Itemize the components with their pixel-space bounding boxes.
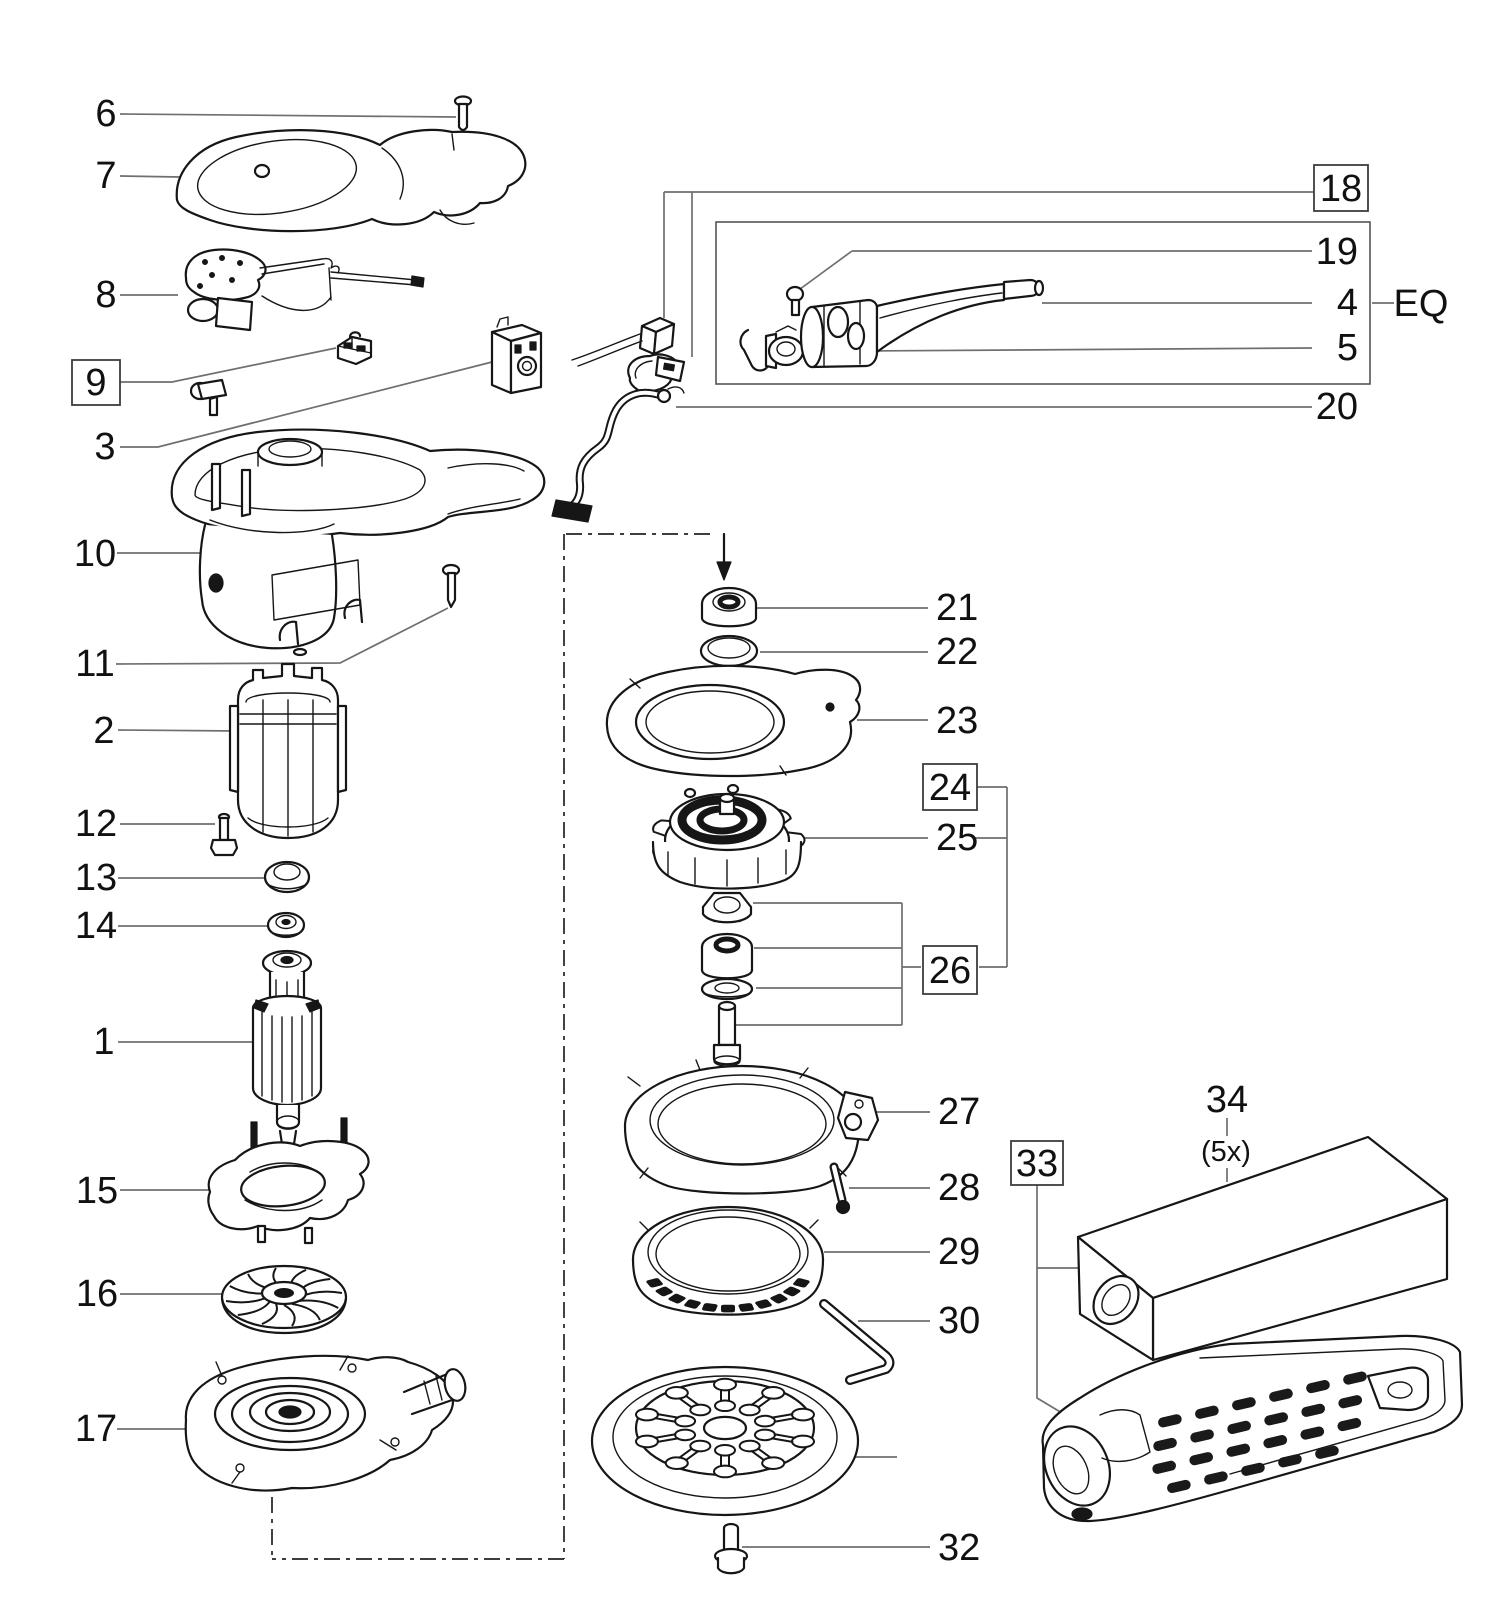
callout-14: 14: [75, 905, 117, 947]
callout-box-26: [922, 945, 978, 995]
part-fan-16: [220, 1266, 348, 1335]
callout-17: 17: [75, 1408, 117, 1450]
part-sanding-shoe-33: [1041, 1334, 1464, 1523]
part-bearing-21: [700, 586, 758, 628]
callout-19: 19: [1316, 231, 1358, 273]
callout-6: 6: [95, 93, 116, 135]
part-abrasive-pack-34: [1076, 1135, 1449, 1362]
callout-3: 3: [94, 426, 115, 468]
assembly-boundary-lines: [271, 532, 732, 1560]
part-cord-clamp-5: [739, 325, 805, 372]
part-armature-1: [251, 949, 323, 1146]
callout-5: 5: [1337, 327, 1358, 369]
assembly-arrow-head: [716, 561, 732, 581]
part-lock-lever-9: [189, 378, 228, 417]
part-bearing-plate-23: [605, 664, 862, 778]
part-fan-housing-17: [184, 1354, 467, 1492]
part-eccentric-25: [648, 783, 806, 890]
callout-16: 16: [76, 1273, 118, 1315]
callout-2: 2: [93, 710, 114, 752]
part-electronics-8: [184, 248, 425, 332]
leader-lines: [115, 113, 1394, 1548]
part-screw-6: [453, 95, 473, 132]
callout-box-33: [1010, 1140, 1064, 1186]
part-pin-26: [712, 1000, 742, 1067]
callout-29: 29: [938, 1231, 980, 1273]
part-screw-19: [785, 285, 805, 317]
callout-28: 28: [938, 1167, 980, 1209]
part-switch-3: [490, 316, 543, 395]
part-bearing-26: [700, 932, 754, 980]
callout-13: 13: [75, 857, 117, 899]
part-motor-housing-10: [170, 428, 546, 657]
callout-1: 1: [93, 1021, 114, 1063]
part-top-cover-7: [175, 128, 527, 233]
part-screw-11: [441, 563, 461, 609]
callout-18: 18: [1320, 168, 1362, 210]
part-carbon-brush-18b: [627, 353, 686, 393]
part-ring-22: [699, 634, 759, 668]
part-plug-it-cable-4: [799, 278, 1045, 369]
callout-5x-note: (5x): [1201, 1136, 1251, 1168]
callout-33: 33: [1016, 1143, 1058, 1185]
part-cable-clip-20: [551, 386, 685, 523]
part-ring-13: [263, 860, 311, 894]
eq-group-frame: [715, 221, 1371, 385]
callout-30: 30: [938, 1300, 980, 1342]
callout-32: 32: [938, 1527, 980, 1569]
part-washer-26: [700, 977, 754, 1001]
callout-11: 11: [75, 643, 114, 685]
callout-22: 22: [936, 631, 978, 673]
callout-10: 10: [74, 533, 116, 575]
part-brush-holder-15: [207, 1117, 370, 1245]
part-brake-ring-29: [631, 1205, 825, 1316]
callout-34: 34: [1206, 1079, 1248, 1121]
part-screw-12: [209, 812, 239, 857]
callout-25: 25: [936, 817, 978, 859]
callout-labels: 6 7 8 9 3 10 11 2 12 13 14 1 15 16 17 21…: [74, 93, 1449, 1569]
part-pin-28: [829, 1162, 851, 1215]
callout-27: 27: [938, 1091, 980, 1133]
part-screw-32: [713, 1522, 749, 1575]
part-bearing-14: [266, 911, 306, 939]
part-stator-2: [228, 662, 348, 840]
part-nut-26: [701, 891, 753, 924]
callout-7: 7: [95, 155, 116, 197]
callout-26: 26: [929, 950, 971, 992]
callout-12: 12: [75, 803, 117, 845]
callout-box-18: [1313, 164, 1369, 212]
part-sanding-pad: [590, 1365, 860, 1517]
callout-20: 20: [1316, 386, 1358, 428]
callout-box-9: [71, 359, 121, 406]
callout-eq: EQ: [1394, 283, 1449, 325]
callout-24: 24: [929, 767, 971, 809]
part-connector-block-9: [336, 331, 373, 366]
callout-23: 23: [936, 700, 978, 742]
callout-9: 9: [85, 362, 106, 404]
part-brake-holder-27: [623, 1059, 880, 1195]
part-hex-key-30: [819, 1299, 895, 1385]
callout-4: 4: [1337, 282, 1358, 324]
callout-21: 21: [936, 587, 978, 629]
callout-box-24: [922, 763, 978, 811]
callout-15: 15: [76, 1170, 118, 1212]
callout-8: 8: [95, 274, 116, 316]
